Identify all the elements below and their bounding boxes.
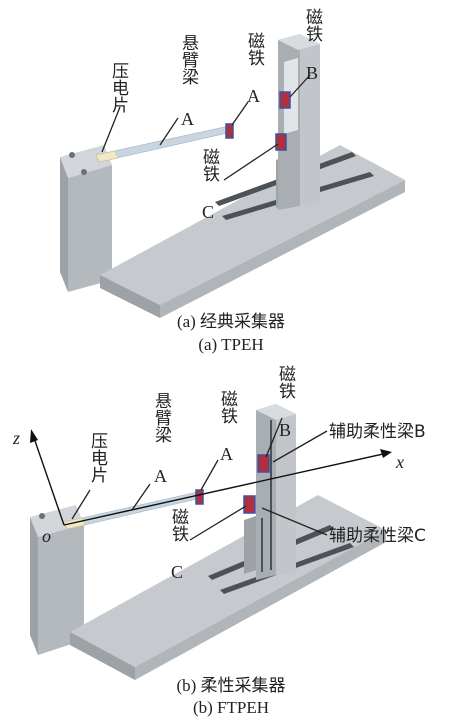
leader-beam-a xyxy=(159,117,179,146)
base-plate-front xyxy=(100,275,160,318)
piezo-patch xyxy=(95,150,119,163)
label-magnet-b-letter: B xyxy=(279,420,291,440)
leader-magnet-c xyxy=(189,505,247,541)
base-plate-front xyxy=(70,632,135,680)
axis-z-label: z xyxy=(12,428,20,448)
magnet-a xyxy=(225,123,234,139)
axis-x-label: x xyxy=(395,452,404,472)
leader-piezo xyxy=(101,106,121,153)
caption-b-en: (b) FTPEH xyxy=(193,698,269,717)
leader-magnet-a xyxy=(231,101,249,126)
caption-a-cn: (a) 经典采集器 xyxy=(177,312,285,331)
left-block-side xyxy=(68,165,112,292)
tower-front xyxy=(256,404,276,580)
left-block-front xyxy=(60,157,68,292)
label-magnet-a: 磁铁 xyxy=(244,32,265,66)
z-axis xyxy=(33,437,65,526)
label-magnet-a-letter: A xyxy=(247,86,260,106)
label-beam-a-letter: A xyxy=(181,109,194,129)
label-beam-a: 悬臂梁 xyxy=(151,392,172,443)
label-beam-a-letter: A xyxy=(154,466,167,486)
bolt-hole xyxy=(69,152,75,158)
base-plate-top xyxy=(70,495,386,667)
leader-beam-a xyxy=(131,483,151,511)
magnet-b xyxy=(279,91,291,109)
leader-magnet-c xyxy=(223,143,279,181)
caption-a-en: (a) TPEH xyxy=(198,335,263,354)
panel-b-illustration xyxy=(30,404,392,680)
bolt-hole xyxy=(81,169,87,175)
label-magnet-b: 磁铁 xyxy=(302,8,323,42)
origin-label: o xyxy=(42,526,51,546)
x-axis-arrow xyxy=(380,449,392,458)
bolt-hole xyxy=(39,513,45,519)
label-beam-a: 悬臂梁 xyxy=(178,34,199,85)
left-block-top xyxy=(60,145,112,178)
magnet-b xyxy=(257,454,270,473)
leader-aux-beam-b xyxy=(272,430,328,463)
magnet-c xyxy=(275,133,287,151)
x-axis xyxy=(63,453,384,526)
tower-side xyxy=(300,34,320,206)
label-magnet-b-letter: B xyxy=(306,63,318,83)
label-aux-beam-c: 辅助柔性梁C xyxy=(329,526,426,546)
label-magnet-b: 磁铁 xyxy=(275,365,296,399)
tower-side xyxy=(276,404,296,575)
magnet-c xyxy=(243,495,256,514)
leader-aux-beam-c xyxy=(261,507,328,536)
leader-magnet-b xyxy=(289,74,311,98)
caption-b-cn: (b) 柔性采集器 xyxy=(176,676,285,695)
left-block-side xyxy=(38,524,84,655)
base-plate-top xyxy=(100,145,405,305)
label-piezo: 压电片 xyxy=(87,432,108,483)
tower-top xyxy=(256,404,296,420)
label-piezo: 压电片 xyxy=(108,62,129,113)
label-magnet-a: 磁铁 xyxy=(217,390,238,424)
left-block-front xyxy=(30,517,38,655)
piezo-patch xyxy=(63,517,86,530)
z-axis-arrow xyxy=(30,429,38,443)
tower-top xyxy=(278,34,320,50)
left-block-top xyxy=(30,505,84,537)
label-magnet-a-letter: A xyxy=(220,444,233,464)
label-magnet-c: 磁铁 xyxy=(199,148,220,182)
label-aux-beam-b: 辅助柔性梁B xyxy=(329,422,426,442)
leader-magnet-b xyxy=(265,417,283,458)
label-magnet-c-letter: C xyxy=(171,562,183,582)
base-plate-side xyxy=(160,180,405,318)
base-plate-side xyxy=(135,530,386,680)
label-magnet-c: 磁铁 xyxy=(168,508,189,542)
leader-piezo xyxy=(71,489,91,520)
panel-a-illustration xyxy=(60,34,405,318)
label-magnet-c-letter: C xyxy=(202,202,214,222)
magnet-a xyxy=(195,489,204,505)
leader-magnet-a xyxy=(200,459,219,491)
